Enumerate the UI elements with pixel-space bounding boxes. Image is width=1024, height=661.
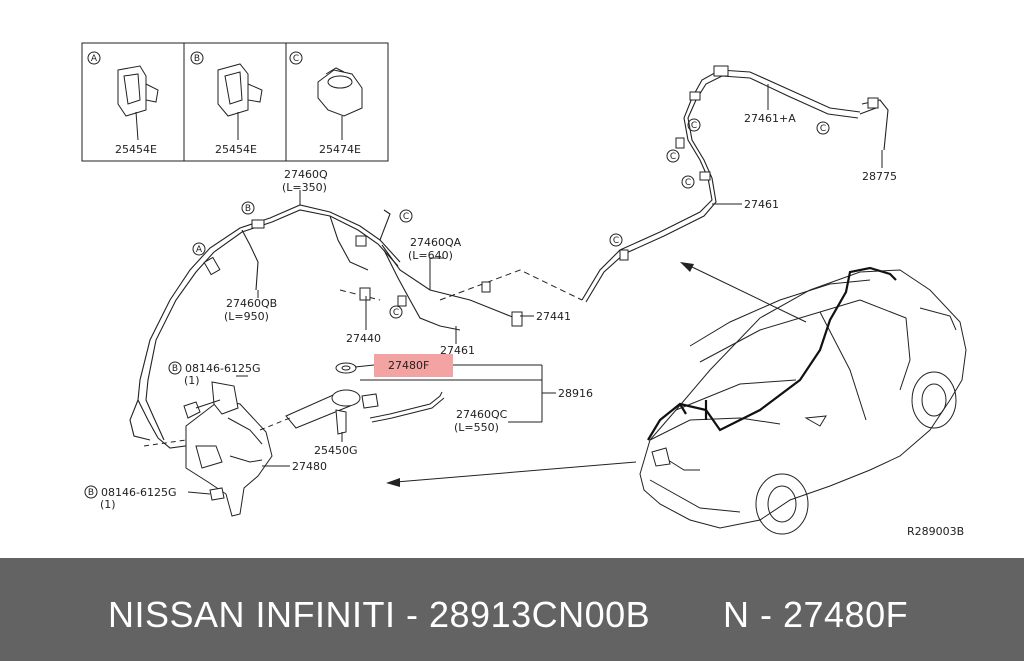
svg-text:B: B xyxy=(245,204,251,214)
svg-text:C: C xyxy=(403,212,409,222)
svg-text:C: C xyxy=(670,152,676,162)
label-27460qc-length: (L=550) xyxy=(454,421,499,434)
washer-pump-icon xyxy=(285,362,445,435)
svg-text:A: A xyxy=(91,54,98,64)
car-outline-icon xyxy=(639,266,967,535)
svg-text:C: C xyxy=(293,54,299,64)
label-27461a: 27461+A xyxy=(744,112,796,125)
label-27441: 27441 xyxy=(536,310,571,323)
washer-tank-icon xyxy=(183,381,273,517)
label-27440: 27440 xyxy=(346,332,381,345)
label-27460q-length: (L=350) xyxy=(282,181,327,194)
clip-a-icon: A xyxy=(87,51,159,141)
footer-part-number: NISSAN INFINITI - 28913CN00B xyxy=(108,594,651,635)
svg-text:B: B xyxy=(172,364,178,374)
svg-text:C: C xyxy=(613,236,619,246)
label-27460q: 27460Q xyxy=(284,168,328,181)
label-27460qb: 27460QB xyxy=(226,297,277,310)
clip-b-icon: B xyxy=(190,51,263,140)
footer-bar: NISSAN INFINITI - 28913CN00B N - 27480F xyxy=(0,558,1024,661)
label-bolt-upper-qty: (1) xyxy=(184,374,200,387)
label-27461-lower: 27461 xyxy=(440,344,475,357)
svg-text:A: A xyxy=(196,245,203,255)
label-27460qa-length: (L=640) xyxy=(408,249,453,262)
reference-code: R289003B xyxy=(907,525,964,538)
label-25450g: 25450G xyxy=(314,444,358,457)
label-bolt-lower: 08146-6125G xyxy=(101,486,176,499)
label-27460qc: 27460QC xyxy=(456,408,508,421)
label-bolt-lower-qty: (1) xyxy=(100,498,116,511)
svg-text:C: C xyxy=(691,121,697,131)
clip-inset-box: A 25454E B 25454E C 25474E xyxy=(81,42,389,162)
label-28775: 28775 xyxy=(862,170,897,183)
svg-text:C: C xyxy=(820,124,826,134)
label-28916: 28916 xyxy=(558,387,593,400)
clip-a-part: 25454E xyxy=(115,143,157,156)
clip-c-icon: C xyxy=(289,51,363,140)
hose-connectors xyxy=(203,65,889,327)
label-27460qb-length: (L=950) xyxy=(224,310,269,323)
part-highlight xyxy=(374,354,453,377)
clip-b-part: 25454E xyxy=(215,143,257,156)
parts-diagram: A 25454E B 25454E C 25474E xyxy=(81,42,967,538)
svg-text:B: B xyxy=(88,488,94,498)
footer-oem-number: N - 27480F xyxy=(723,594,909,635)
callout-circles: A B C C C C C C C B B xyxy=(84,118,830,499)
label-27480f: 27480F xyxy=(388,359,429,372)
clip-c-part: 25474E xyxy=(319,143,361,156)
label-bolt-upper: 08146-6125G xyxy=(185,362,260,375)
leader-lines xyxy=(143,84,883,495)
label-27480: 27480 xyxy=(292,460,327,473)
hose-network xyxy=(129,69,861,449)
label-27460qa: 27460QA xyxy=(410,236,462,249)
svg-text:C: C xyxy=(393,308,399,318)
label-27461-upper: 27461 xyxy=(744,198,779,211)
svg-text:B: B xyxy=(194,54,200,64)
svg-text:C: C xyxy=(685,178,691,188)
pointer-arrows xyxy=(386,262,807,487)
